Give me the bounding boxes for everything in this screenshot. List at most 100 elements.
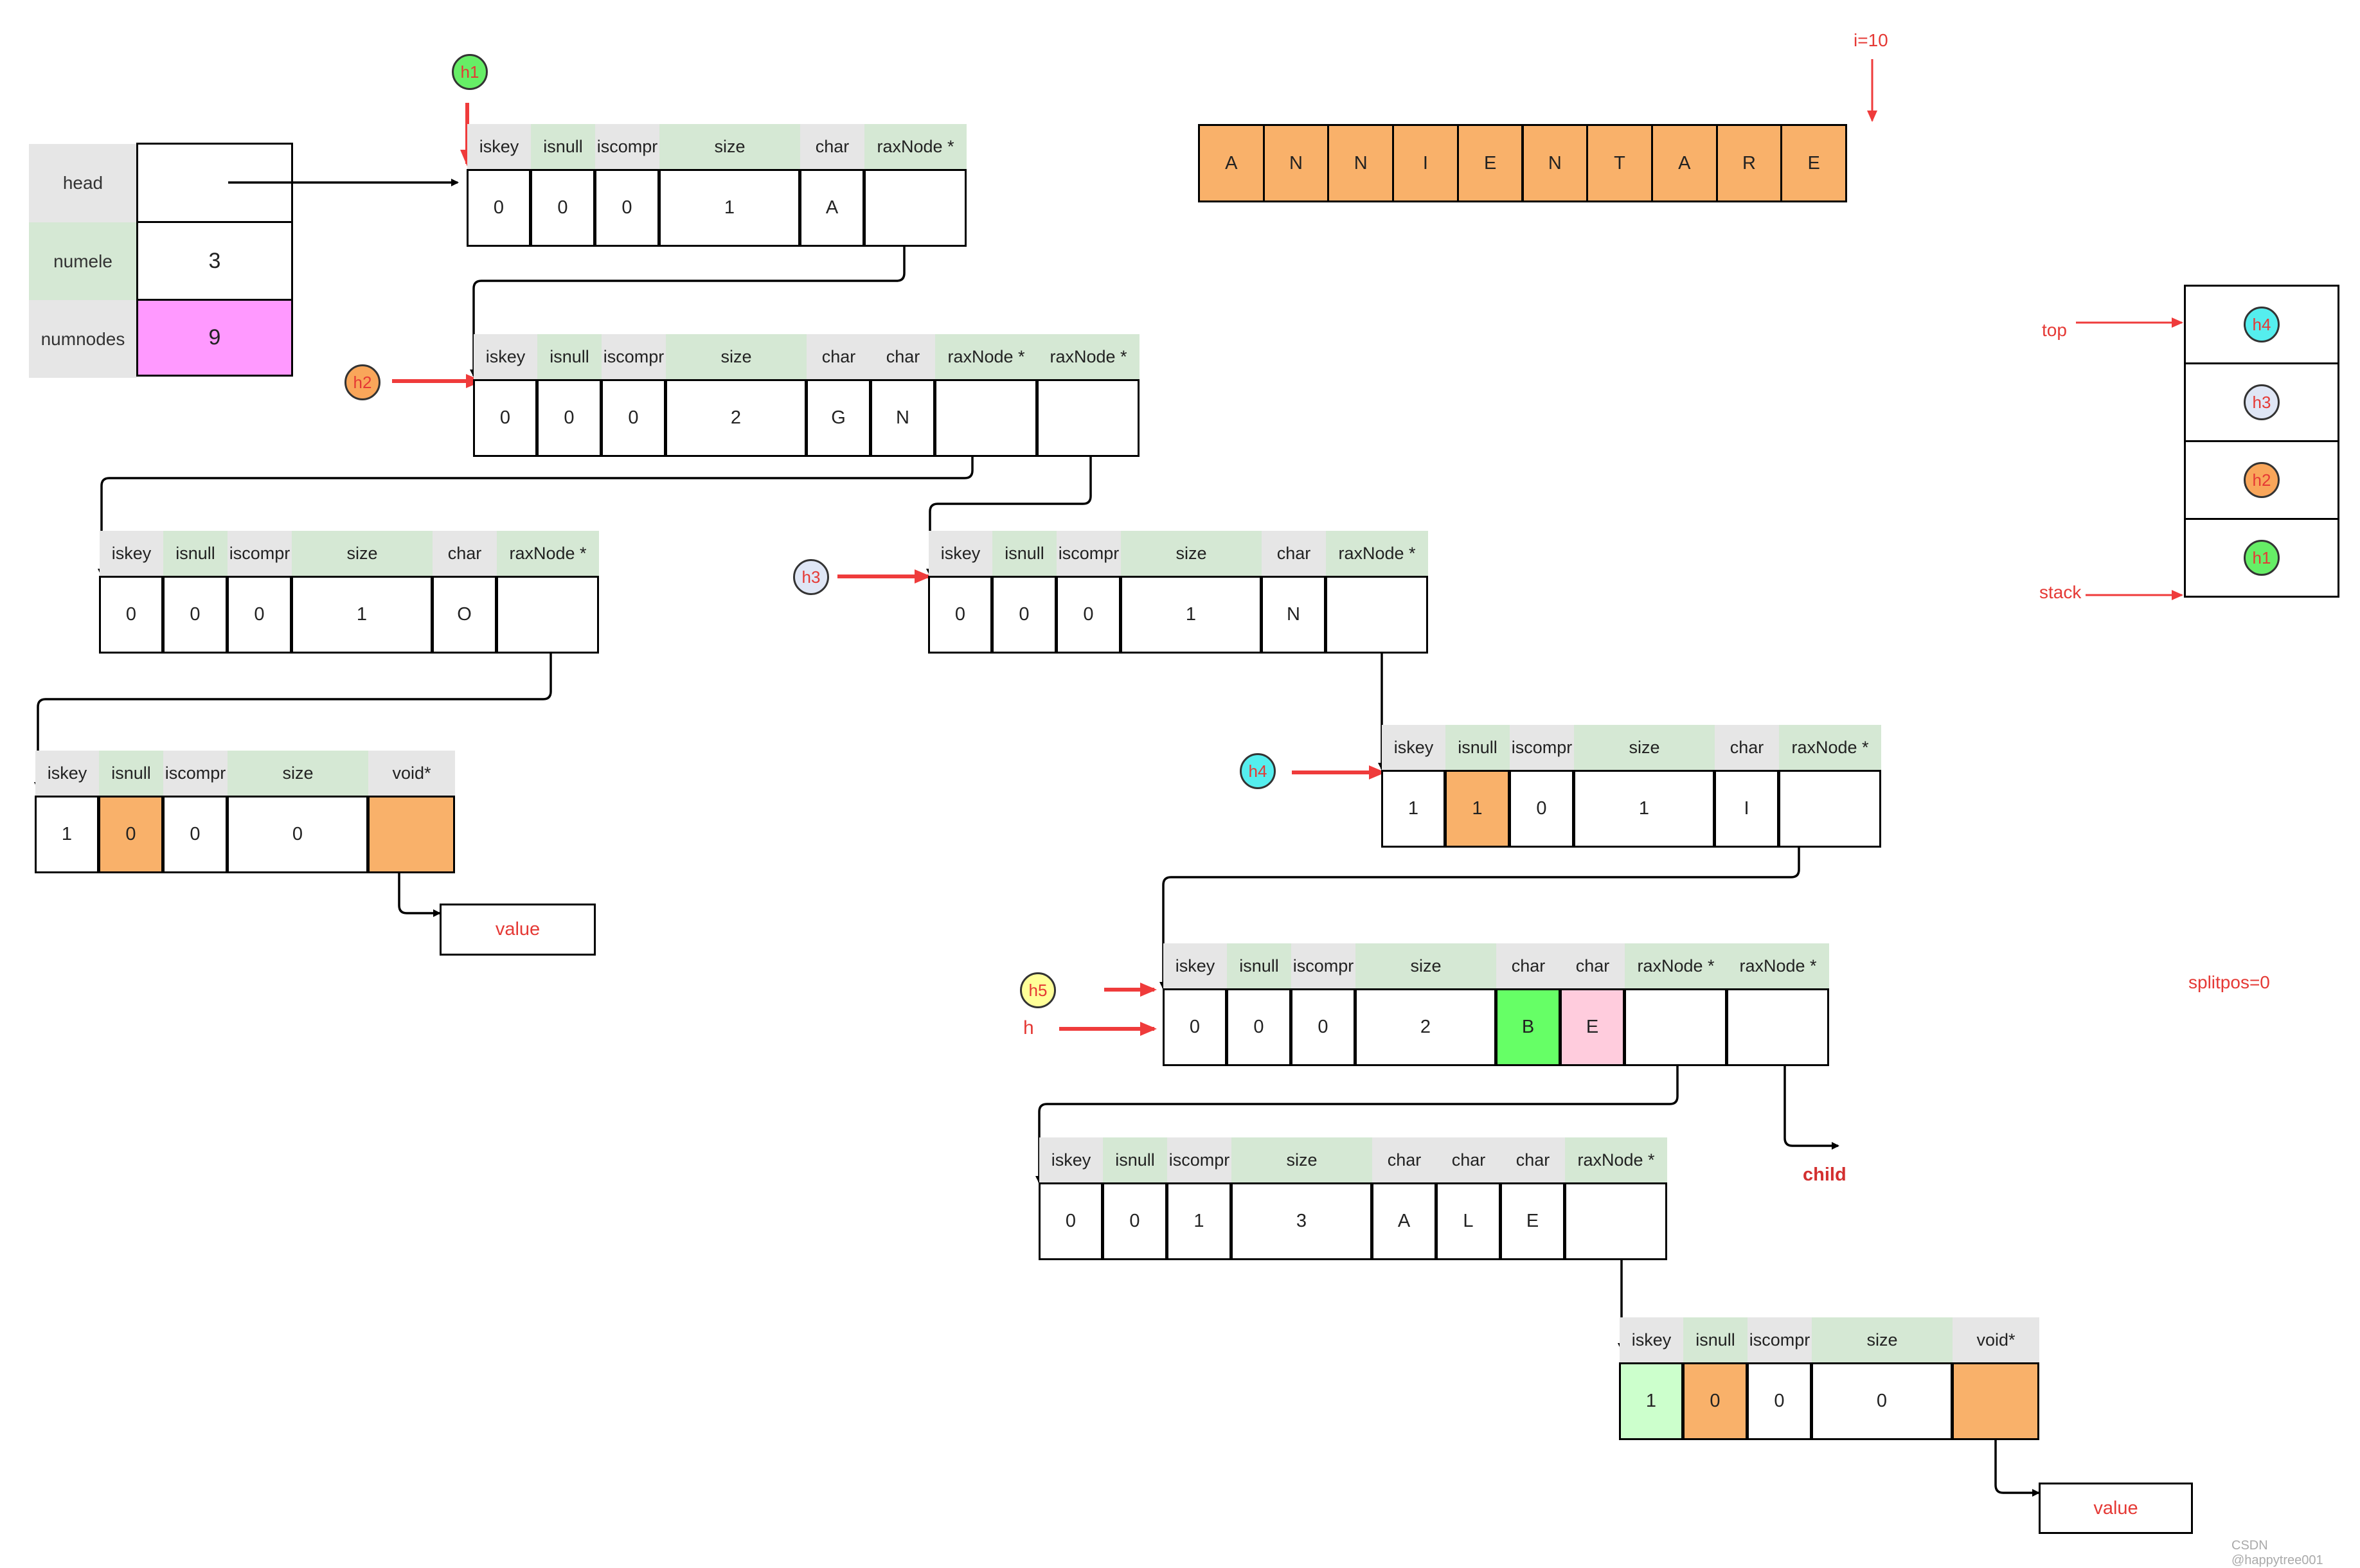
field-header-raxNode: raxNode *: [1625, 943, 1727, 988]
field-header-raxNode: raxNode *: [497, 531, 599, 576]
field-value-isnull: 0: [537, 379, 602, 457]
field-header-iskey: iskey: [35, 751, 99, 796]
field-value-char: B: [1496, 988, 1560, 1066]
field-header-size: size: [292, 531, 433, 576]
stack-bottom-label: stack: [2039, 582, 2082, 602]
field-value-iskey: 1: [1381, 770, 1445, 848]
connector-n9-to-value: [1994, 1411, 2040, 1497]
field-header-isnull: isnull: [1683, 1317, 1748, 1362]
field-value-iskey: 1: [1619, 1362, 1683, 1440]
field-header-raxNode: raxNode *: [935, 334, 1037, 379]
field-header-size: size: [1121, 531, 1262, 576]
field-header-char: char: [807, 334, 871, 379]
key-char-cell: A: [1198, 124, 1265, 202]
connector-n2-to-n3: [98, 441, 974, 576]
splitpos-label: splitpos=0: [2188, 972, 2270, 992]
field-header-isnull: isnull: [531, 124, 595, 169]
field-header-isnull: isnull: [1445, 725, 1510, 770]
field-header-size: size: [1231, 1137, 1372, 1182]
field-header-size: size: [666, 334, 807, 379]
connector-n7-to-child: [1783, 1034, 1839, 1150]
field-header-raxNode: raxNode *: [1326, 531, 1428, 576]
stack-slot-1: h4: [2184, 285, 2339, 364]
field-value-iskey: 1: [35, 796, 99, 873]
field-header-isnull: isnull: [1227, 943, 1291, 988]
stack-item-h4: h4: [2244, 307, 2280, 343]
connector-n4-to-value: [398, 830, 441, 917]
field-header-iscompr: iscompr: [595, 124, 659, 169]
field-header-void: void*: [368, 751, 455, 796]
stack-slot-4: h1: [2184, 518, 2339, 598]
field-header-char: char: [1560, 943, 1625, 988]
field-value-raxNode: [864, 169, 967, 247]
stack-item-h1: h1: [2244, 540, 2280, 576]
field-value-isnull: 0: [98, 796, 163, 873]
field-value-size: 1: [659, 169, 800, 247]
stack-slot-2: h3: [2184, 362, 2339, 442]
field-value-isnull: 0: [992, 576, 1057, 654]
handle-h1: h1: [452, 54, 488, 90]
field-header-char: char: [1372, 1137, 1436, 1182]
field-value-iscompr: 0: [601, 379, 666, 457]
field-header-iskey: iskey: [1620, 1317, 1683, 1362]
field-header-size: size: [1355, 943, 1496, 988]
field-header-void: void*: [1953, 1317, 2039, 1362]
field-value-char: E: [1500, 1182, 1565, 1260]
index-label: i=10: [1854, 30, 1888, 50]
field-value-iskey: 0: [99, 576, 163, 654]
field-value-isnull: 0: [1226, 988, 1291, 1066]
field-value-raxNode: [1564, 1182, 1667, 1260]
field-header-iscompr: iscompr: [1291, 943, 1355, 988]
field-value-iscompr: 1: [1167, 1182, 1231, 1260]
connector-n1-to-n2: [470, 229, 906, 377]
field-value-isnull: 0: [530, 169, 595, 247]
field-header-size: size: [228, 751, 368, 796]
field-value-raxNode: [1778, 770, 1881, 848]
field-header-iscompr: iscompr: [602, 334, 666, 379]
field-value-raxNode: [1325, 576, 1428, 654]
field-value-size: 2: [1355, 988, 1496, 1066]
field-header-char: char: [800, 124, 864, 169]
field-header-raxNode: raxNode *: [1565, 1137, 1667, 1182]
field-value-isnull: 0: [1683, 1362, 1748, 1440]
field-header-iskey: iskey: [467, 124, 531, 169]
rax-numnodes-label: numnodes: [29, 300, 137, 378]
field-header-iskey: iskey: [1039, 1137, 1103, 1182]
field-header-iscompr: iscompr: [1057, 531, 1121, 576]
field-value-size: 1: [291, 576, 433, 654]
handle-h5: h5: [1020, 972, 1056, 1008]
field-header-size: size: [1812, 1317, 1953, 1362]
connector-n6-to-n7: [1159, 800, 1800, 990]
field-value-size: 2: [665, 379, 807, 457]
field-value-char: O: [432, 576, 497, 654]
field-header-iscompr: iscompr: [228, 531, 292, 576]
key-char-cell: N: [1262, 124, 1330, 202]
rax-head-label: head: [29, 144, 137, 222]
field-header-isnull: isnull: [1103, 1137, 1167, 1182]
stack-item-h2: h2: [2244, 462, 2280, 498]
connector-n2-to-n5: [926, 441, 1092, 576]
field-value-void: [1952, 1362, 2039, 1440]
field-value-char: L: [1436, 1182, 1501, 1260]
field-header-isnull: isnull: [537, 334, 602, 379]
field-value-void: [368, 796, 455, 873]
field-value-iskey: 0: [467, 169, 531, 247]
key-char-cell: N: [1521, 124, 1589, 202]
connector-n3-to-n4: [34, 628, 552, 790]
field-header-raxNode: raxNode *: [1779, 725, 1881, 770]
field-header-char: char: [1496, 943, 1560, 988]
key-char-cell: E: [1456, 124, 1524, 202]
field-header-char: char: [1436, 1137, 1501, 1182]
key-char-cell: R: [1715, 124, 1783, 202]
field-header-iscompr: iscompr: [1748, 1317, 1812, 1362]
key-char-cell: N: [1327, 124, 1395, 202]
field-value-char: I: [1714, 770, 1779, 848]
rax-numele-value: 3: [136, 221, 293, 301]
field-value-isnull: 0: [163, 576, 228, 654]
field-value-iskey: 0: [1163, 988, 1227, 1066]
value-box-left: value: [440, 904, 596, 956]
field-value-iskey: 0: [928, 576, 992, 654]
key-char-cell: A: [1650, 124, 1718, 202]
field-value-isnull: 1: [1445, 770, 1510, 848]
